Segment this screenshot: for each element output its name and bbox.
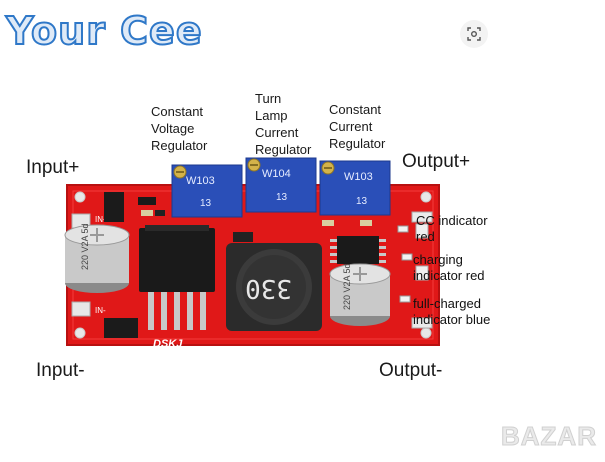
brand-logo: Your Cee — [5, 8, 203, 54]
mounting-hole — [74, 327, 86, 339]
label-input-minus: Input- — [36, 360, 85, 381]
charging-indicator-led — [401, 253, 413, 261]
inductor-value: 330 — [245, 273, 292, 303]
smd-diode — [104, 318, 138, 338]
regulator-chip — [139, 228, 215, 292]
label-cc-indicator: CC indicator red — [416, 213, 488, 244]
diode — [104, 192, 124, 222]
label-turn-lamp: Turn Lamp Current Regulator — [255, 91, 312, 157]
pot-turn-lamp[interactable]: W104 13 — [245, 157, 317, 213]
pot-constant-voltage[interactable]: W103 13 — [171, 164, 243, 218]
output-plus-pad — [411, 211, 433, 223]
pot-digits: 13 — [356, 196, 368, 207]
mounting-hole — [420, 327, 432, 339]
label-constant-voltage: Constant Voltage Regulator — [151, 104, 208, 153]
lens-search-icon — [467, 27, 481, 41]
lens-search-button[interactable] — [460, 20, 488, 48]
in-minus-silk: IN- — [95, 306, 106, 315]
pot-digits: 13 — [276, 192, 288, 203]
pot-digits: 13 — [200, 198, 212, 209]
input-minus-pad — [71, 301, 91, 317]
label-constant-current: Constant Current Regulator — [329, 102, 386, 151]
pot-label: W104 — [262, 168, 291, 180]
mounting-hole — [420, 191, 432, 203]
pot-label: W103 — [344, 171, 373, 183]
pot-constant-current[interactable]: W103 13 — [319, 160, 391, 216]
label-charging-indicator: charging indicator red — [413, 252, 485, 283]
output-minus-pad — [411, 317, 433, 329]
label-output-plus: Output+ — [402, 151, 471, 172]
brand-silkscreen: DSKJ — [153, 338, 183, 350]
full-charged-indicator-led — [399, 295, 411, 303]
mounting-hole — [74, 191, 86, 203]
watermark: BAZAR — [501, 421, 597, 452]
label-input-plus: Input+ — [26, 157, 80, 178]
cap-left-label: 220 V2A 5d — [80, 223, 90, 270]
cc-indicator-led — [397, 225, 409, 233]
label-output-minus: Output- — [379, 360, 443, 381]
in-plus-silk: IN+ — [95, 215, 108, 224]
control-ic — [337, 236, 379, 264]
label-full-charged-indicator: full-charged indicator blue — [413, 296, 491, 327]
pot-label: W103 — [186, 175, 215, 187]
cap-right-label: 220 V2A 5d — [342, 263, 352, 310]
